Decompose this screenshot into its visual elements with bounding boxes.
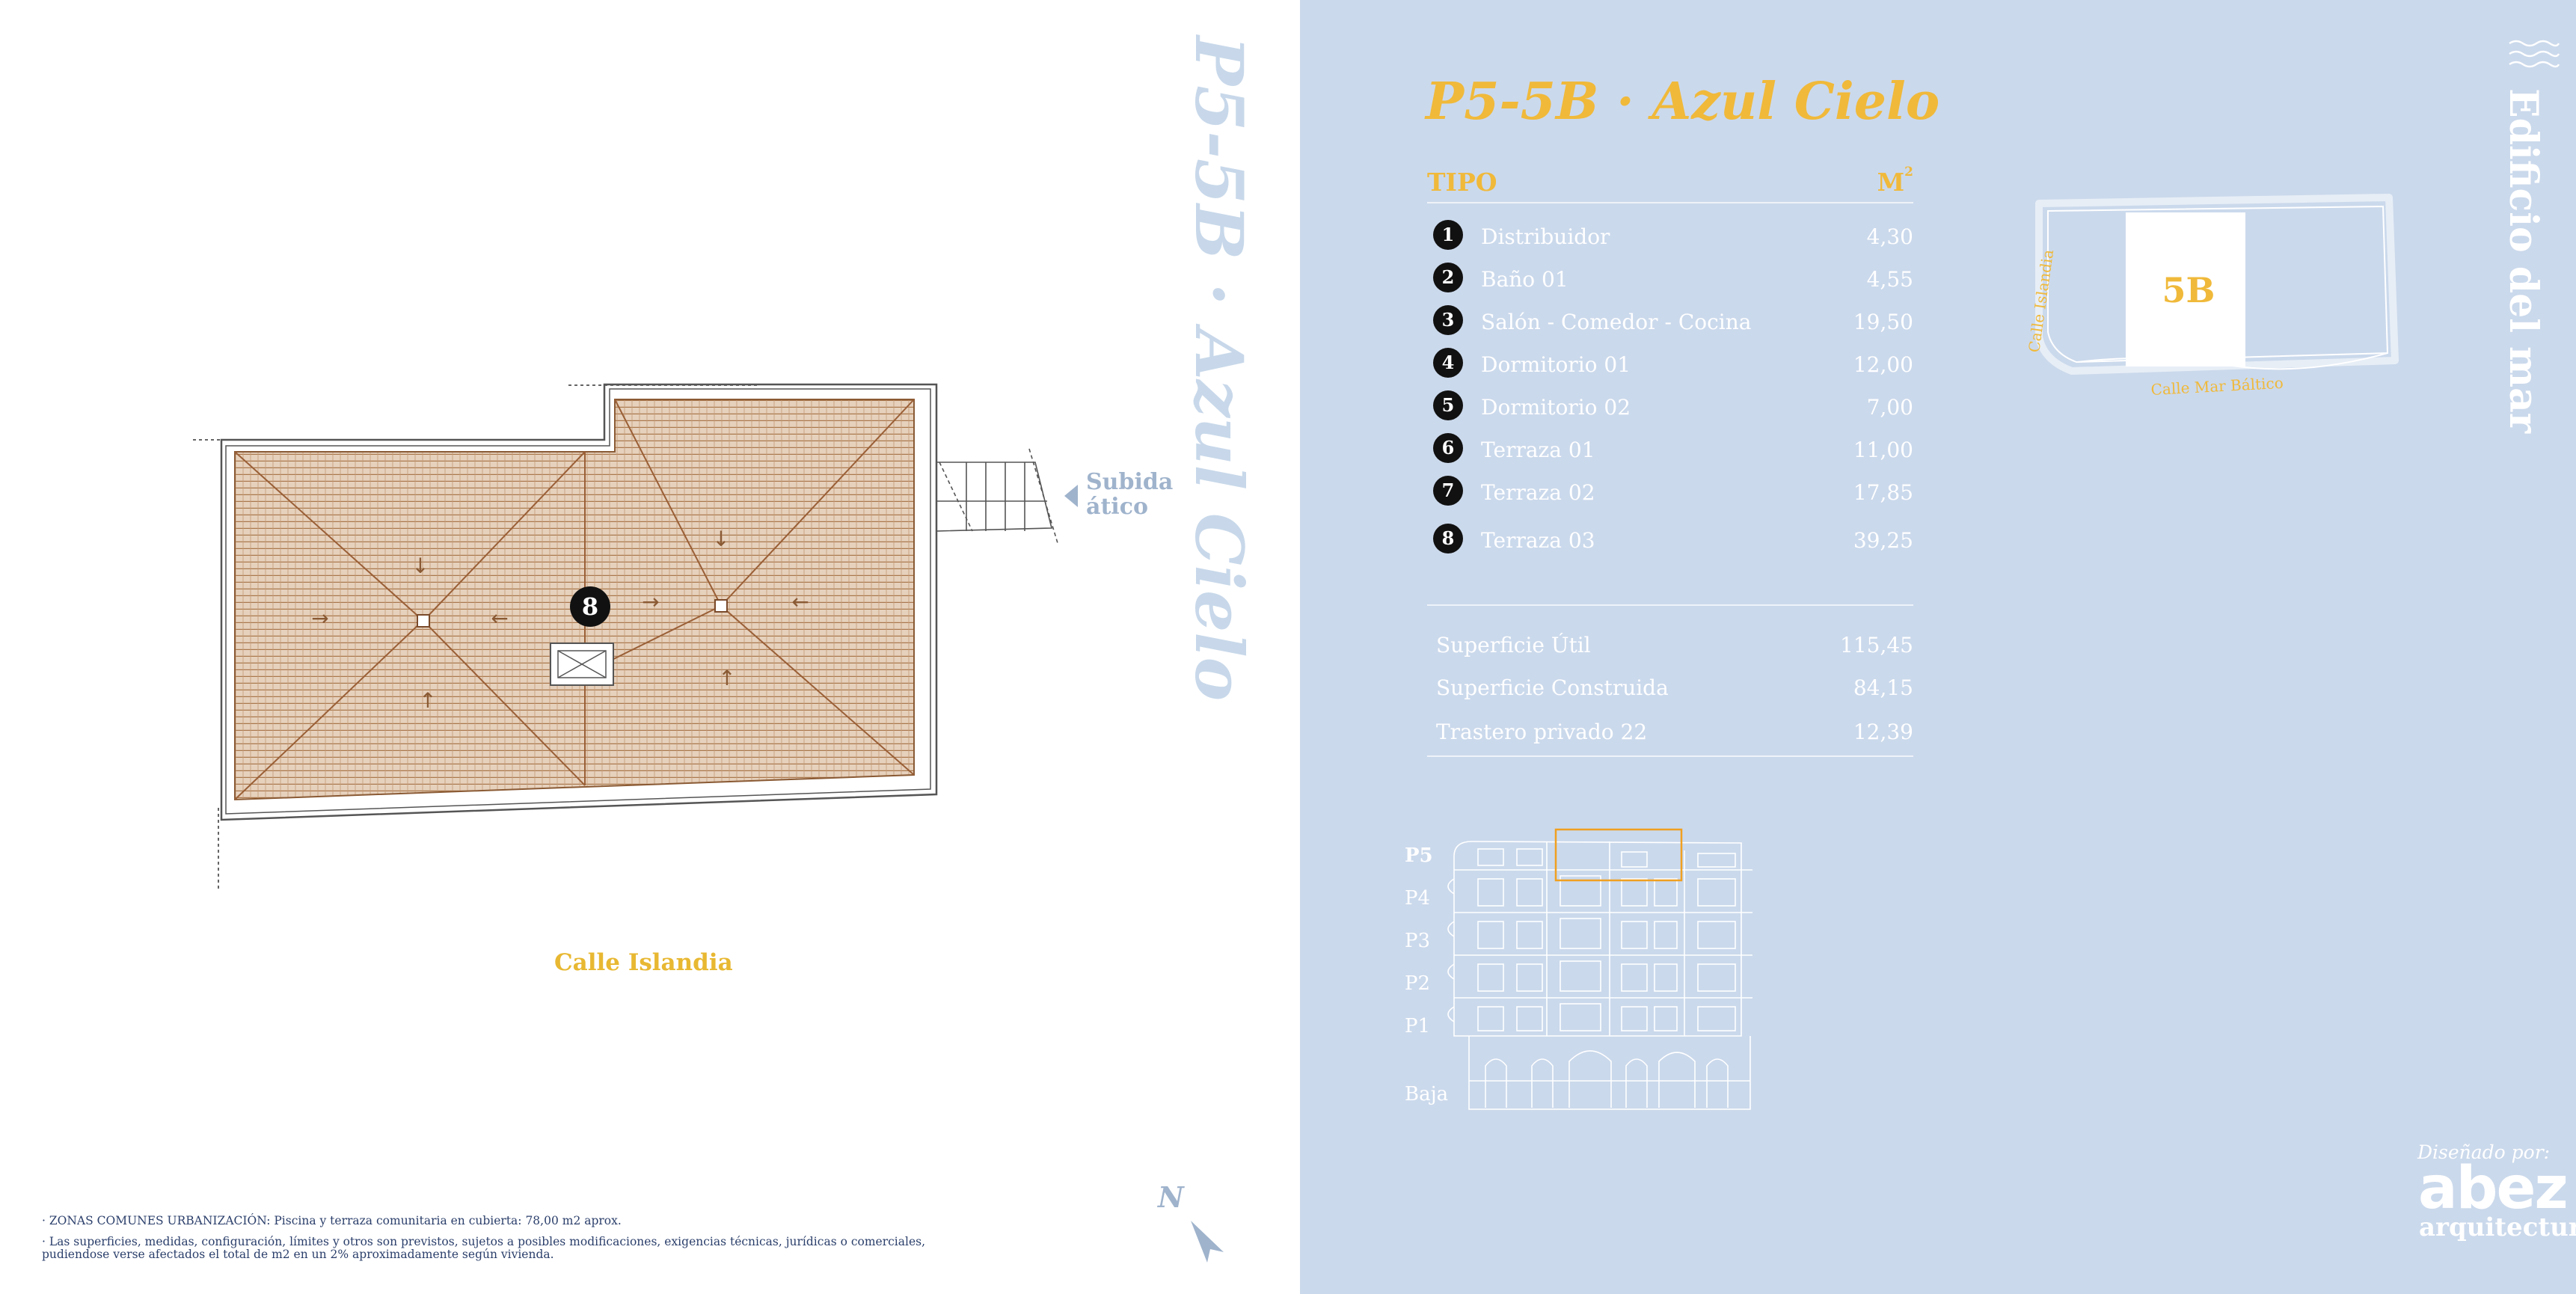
roof-terrace-floor-plan: ↓ → ← ↑ ↓ → ← ↑ 8 xyxy=(193,383,1058,890)
svg-text:←: ← xyxy=(491,606,508,631)
room-number-badge: 4 xyxy=(1433,348,1463,378)
north-label: N xyxy=(1158,1180,1184,1214)
room-area: 17,85 xyxy=(1853,480,1913,505)
floor-label-p5: P5 xyxy=(1405,844,1433,867)
table-row: 8 Terraza 03 39,25 xyxy=(1427,521,1913,556)
room-marker-8 xyxy=(570,586,610,627)
footnote-disclaimer: · Las superficies, medidas, configuració… xyxy=(42,1235,926,1248)
table-row: 7 Terraza 02 17,85 xyxy=(1427,473,1913,509)
room-name: Dormitorio 02 xyxy=(1481,395,1631,420)
north-arrow-icon xyxy=(1191,1221,1224,1263)
room-number-badge: 2 xyxy=(1433,263,1463,292)
floor-label-p2: P2 xyxy=(1405,972,1430,995)
floor-label-p4: P4 xyxy=(1405,887,1430,910)
room-area: 11,00 xyxy=(1853,438,1913,462)
room-marker-label: 8 xyxy=(582,592,598,621)
summary-value: 115,45 xyxy=(1840,633,1913,657)
svg-text:←: ← xyxy=(791,589,809,614)
room-area: 4,55 xyxy=(1866,267,1913,292)
summary-row: Superficie Construida 84,15 xyxy=(1427,675,1913,705)
room-number-badge: 1 xyxy=(1433,220,1463,250)
svg-text:↓: ↓ xyxy=(712,527,729,551)
room-name: Dormitorio 01 xyxy=(1481,352,1631,377)
keyplan-street-side: Calle Islandia xyxy=(2025,248,2057,354)
designed-by-label: Diseñado por: xyxy=(2417,1141,2551,1163)
room-name: Distribuidor xyxy=(1481,224,1610,249)
room-number-badge: 7 xyxy=(1433,476,1463,506)
unit-info-panel: P5-5B · Azul Cielo TIPO M2 1 Distribuido… xyxy=(1300,0,2576,1294)
room-number-badge: 3 xyxy=(1433,305,1463,335)
room-name: Terraza 03 xyxy=(1481,528,1595,553)
surface-table: TIPO M2 1 Distribuidor 4,30 2 Baño 01 4,… xyxy=(1427,165,1913,757)
room-area: 7,00 xyxy=(1866,395,1913,420)
floor-plan-page: ↓ → ← ↑ ↓ → ← ↑ 8 Subida xyxy=(42,36,1258,1263)
vertical-unit-title: P5-5B · Azul Cielo xyxy=(1180,36,1258,702)
waves-icon xyxy=(2509,40,2560,68)
architect-logo-sub: arquitectura xyxy=(2419,1212,2576,1242)
stair-access xyxy=(936,448,1058,544)
table-row: 1 Distribuidor 4,30 xyxy=(1427,217,1913,253)
floor-label-baja: Baja xyxy=(1405,1083,1448,1106)
summary-row: Superficie Útil 115,45 xyxy=(1427,633,1913,663)
svg-text:→: → xyxy=(311,606,328,631)
room-area: 39,25 xyxy=(1853,528,1913,553)
table-row: 2 Baño 01 4,55 xyxy=(1427,260,1913,295)
keyplan-unit-label: 5B xyxy=(2162,270,2215,310)
summary-label: Trastero privado 22 xyxy=(1436,720,1648,744)
footnote-common-areas: · ZONAS COMUNES URBANIZACIÓN: Piscina y … xyxy=(42,1214,622,1227)
table-divider xyxy=(1427,604,1913,606)
header-m2: M2 xyxy=(1877,165,1913,197)
unit-5b-highlight xyxy=(2126,212,2245,367)
summary-value: 84,15 xyxy=(1853,675,1913,700)
architect-logo: abez xyxy=(2418,1155,2569,1222)
room-area: 19,50 xyxy=(1853,310,1913,334)
svg-text:↑: ↑ xyxy=(718,666,735,690)
building-facade-elevation: P5 P4 P3 P2 P1 Baja xyxy=(1405,828,1752,1110)
street-label: Calle Islandia xyxy=(554,949,733,976)
svg-text:↓: ↓ xyxy=(411,554,429,578)
room-name: Terraza 01 xyxy=(1481,438,1595,462)
room-area: 4,30 xyxy=(1866,224,1913,249)
table-row: 3 Salón - Comedor - Cocina 19,50 xyxy=(1427,302,1913,338)
floor-label-p1: P1 xyxy=(1405,1015,1430,1037)
building-name: Edificio del mar xyxy=(2500,88,2546,434)
table-divider xyxy=(1427,755,1913,757)
footnote-disclaimer-cont: pudiendose verse afectados el total de m… xyxy=(42,1248,554,1261)
room-name: Baño 01 xyxy=(1481,267,1568,292)
room-number-badge: 6 xyxy=(1433,433,1463,463)
header-tipo: TIPO xyxy=(1427,168,1497,197)
summary-label: Superficie Útil xyxy=(1436,633,1591,657)
summary-value: 12,39 xyxy=(1853,720,1913,744)
svg-text:→: → xyxy=(642,589,659,614)
summary-row: Trastero privado 22 12,39 xyxy=(1427,720,1913,749)
room-name: Salón - Comedor - Cocina xyxy=(1481,310,1752,334)
room-number-badge: 5 xyxy=(1433,390,1463,420)
table-header: TIPO M2 xyxy=(1427,165,1913,203)
unit-title: P5-5B · Azul Cielo xyxy=(1426,72,1940,132)
active-unit-highlight xyxy=(1554,828,1683,882)
svg-text:↑: ↑ xyxy=(419,688,436,713)
room-name: Terraza 02 xyxy=(1481,480,1595,505)
table-row: 6 Terraza 01 11,00 xyxy=(1427,430,1913,466)
room-area: 12,00 xyxy=(1853,352,1913,377)
building-key-plan: 5B Calle Islandia Calle Mar Báltico xyxy=(2025,194,2399,399)
stair-label: Subida ático xyxy=(1086,469,1174,520)
floor-label-p3: P3 xyxy=(1405,930,1430,952)
stair-direction-icon xyxy=(1064,485,1078,507)
summary-label: Superficie Construida xyxy=(1436,675,1669,700)
room-number-badge: 8 xyxy=(1433,524,1463,554)
footnotes: · ZONAS COMUNES URBANIZACIÓN: Piscina y … xyxy=(42,1215,999,1261)
table-row: 5 Dormitorio 02 7,00 xyxy=(1427,387,1913,423)
table-row: 4 Dormitorio 01 12,00 xyxy=(1427,345,1913,381)
keyplan-street-bottom: Calle Mar Báltico xyxy=(2150,374,2284,399)
